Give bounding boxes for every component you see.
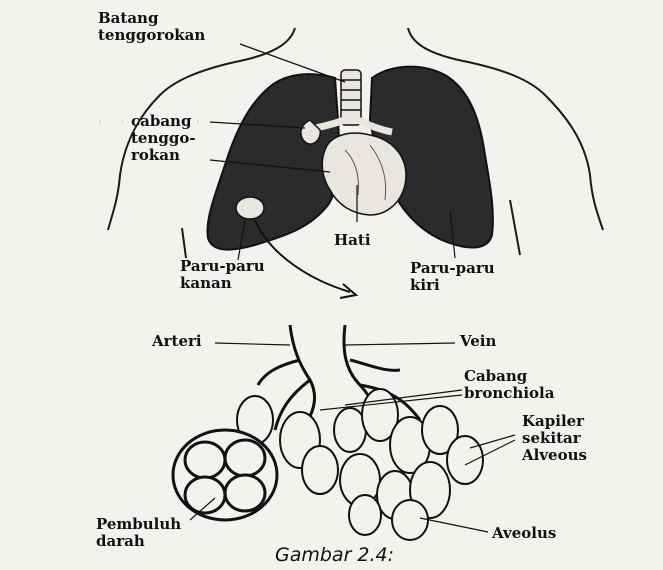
trachea-shape — [341, 70, 361, 125]
alveolus-cross-section — [173, 430, 277, 520]
label-left-lung: Paru-paru kiri — [410, 260, 495, 294]
label-right-lung: Paru-paru kanan — [180, 258, 265, 292]
magnified-spot — [236, 197, 264, 219]
label-blood-vessel: Pembuluh darah — [96, 516, 181, 550]
figure-caption: Gambar 2.4: — [275, 544, 394, 566]
label-alveolus: Aveolus — [492, 525, 556, 542]
label-bronchus: cabang tenggo- rokan — [131, 113, 196, 164]
label-vein: Vein — [460, 333, 496, 350]
label-artery: Arteri — [152, 333, 202, 350]
label-bronchiole: Cabang bronchiola — [464, 368, 554, 402]
label-capillaries: Kapiler sekitar Alveous — [522, 413, 587, 464]
heart-shape — [322, 133, 406, 215]
label-heart: Hati — [334, 232, 371, 249]
label-trachea: Batang tenggorokan — [98, 10, 205, 44]
